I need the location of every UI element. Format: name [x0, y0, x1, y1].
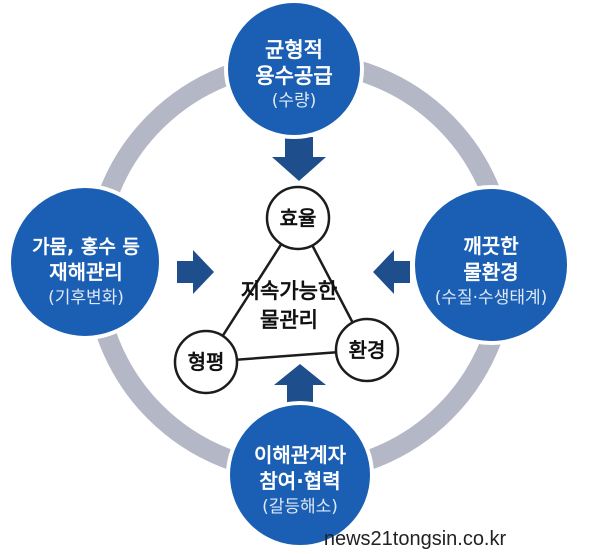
node-stakeholder-cooperation: 이해관계자 참여·협력 (갈등해소) [226, 401, 374, 549]
center-triangle [203, 215, 369, 364]
node-water-supply-sub: (수량) [272, 91, 317, 111]
node-water-environment-sub: (수질·수생태계) [435, 288, 548, 308]
node-disaster-management-line1: 가뭄, 홍수 등 [32, 235, 140, 258]
node-stakeholder-cooperation-line2: 참여·협력 [259, 469, 340, 493]
node-water-environment: 깨끗한 물환경 (수질·수생태계) [411, 185, 571, 345]
vertex-environment-label: 환경 [349, 338, 386, 362]
node-stakeholder-cooperation-line1: 이해관계자 [254, 443, 347, 467]
watermark: news21tongsin.co.kr [324, 528, 507, 550]
vertex-equity: 형평 [173, 329, 239, 395]
node-water-environment-line1: 깨끗한 [463, 234, 519, 258]
node-stakeholder-cooperation-sub: (갈등해소) [262, 497, 338, 517]
vertex-efficiency: 효율 [265, 185, 331, 251]
node-water-supply-line1: 균형적 [265, 38, 323, 62]
center-title-line2: 물관리 [260, 308, 318, 332]
arrow-left-icon [373, 250, 410, 294]
node-disaster-management: 가뭄, 홍수 등 재해관리 (기후변화) [7, 184, 163, 340]
vertex-efficiency-label: 효율 [280, 206, 317, 230]
vertex-equity-label: 형평 [188, 350, 225, 374]
node-disaster-management-line2: 재해관리 [49, 260, 123, 284]
vertex-environment: 환경 [334, 317, 400, 383]
arrow-up-icon [274, 364, 326, 403]
arrow-down-icon [272, 137, 326, 181]
node-water-supply-line2: 용수공급 [255, 64, 332, 88]
center-title-line1: 지속가능한 [241, 279, 338, 303]
node-water-environment-line2: 물환경 [463, 260, 518, 284]
node-disaster-management-sub: (기후변화) [48, 288, 124, 308]
node-water-supply: 균형적 용수공급 (수량) [224, 0, 364, 139]
arrow-right-icon [177, 250, 214, 294]
